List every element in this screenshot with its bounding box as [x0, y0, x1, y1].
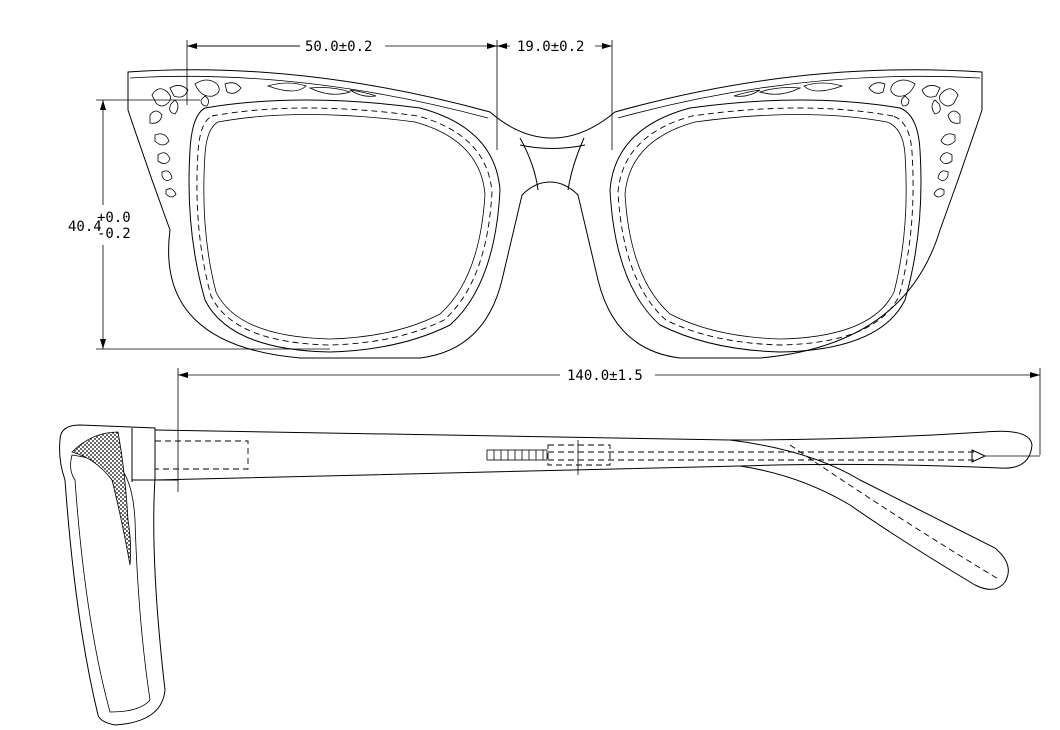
- lens-width-label: 50.0±0.2: [305, 39, 372, 55]
- side-view: [59, 424, 1040, 726]
- lens-height-label: 40.4: [68, 219, 102, 235]
- temple-arm: [154, 429, 1033, 481]
- frame-top-line: [129, 75, 981, 119]
- lens-height-tol-minus: -0.2: [97, 226, 131, 242]
- temple-length-label: 140.0±1.5: [567, 368, 643, 384]
- stippled-pad: [71, 431, 132, 566]
- temple-tip: [729, 439, 1009, 590]
- screw-ribs: [486, 449, 548, 461]
- right-ornament: [733, 79, 961, 198]
- lens-height-tol-plus: +0.0: [97, 210, 131, 226]
- bridge: [519, 137, 586, 191]
- front-piece-side: [59, 424, 166, 726]
- front-view: [127, 69, 983, 359]
- dimension-lines: [96, 40, 1041, 492]
- frame-outline: [127, 69, 983, 359]
- left-ornament: [149, 79, 377, 198]
- bridge-width-label: 19.0±0.2: [517, 39, 584, 55]
- right-lens: [609, 99, 922, 353]
- left-lens: [188, 99, 501, 353]
